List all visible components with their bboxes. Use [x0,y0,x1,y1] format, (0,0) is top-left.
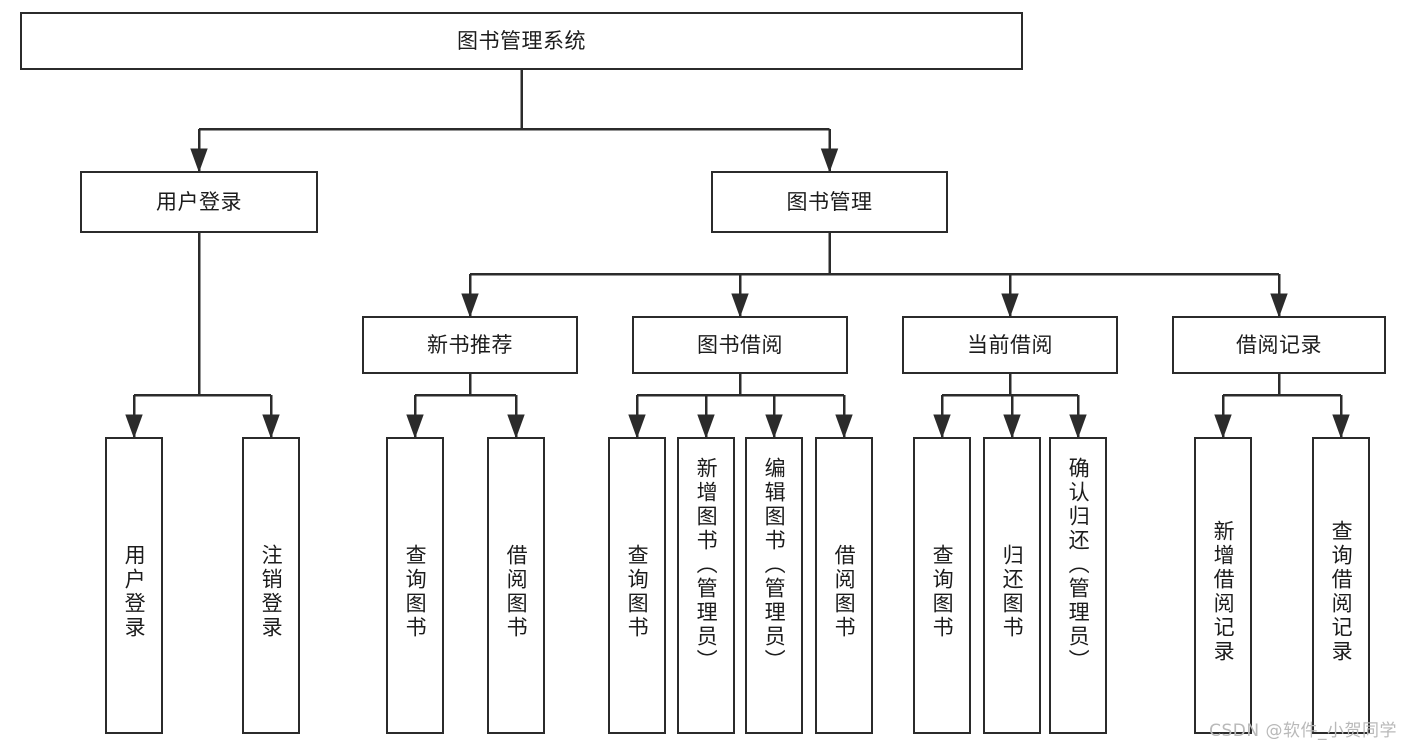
node-root-label: 图书管理系统 [457,28,586,53]
node-leaf-logout[interactable]: 注销登录 [242,437,300,734]
node-leaf-add-book[interactable]: 新增图书（管理员） [677,437,735,734]
node-leaf-return-book[interactable]: 归还图书 [983,437,1041,734]
node-leaf-add-borrow-record[interactable]: 新增借阅记录 [1194,437,1252,734]
node-book-borrow[interactable]: 图书借阅 [632,316,848,374]
node-leaf-edit-book-label: 编辑图书（管理员） [762,457,787,673]
node-user-login-label: 用户登录 [156,189,242,214]
watermark-text: CSDN @软件_小贺同学 [1209,721,1397,741]
node-leaf-borrow-book-1[interactable]: 借阅图书 [487,437,545,734]
node-leaf-borrow-book-1-label: 借阅图书 [504,543,529,640]
node-current-borrow-label: 当前借阅 [967,332,1053,357]
node-leaf-query-book-1[interactable]: 查询图书 [386,437,444,734]
node-leaf-query-book-3[interactable]: 查询图书 [913,437,971,734]
node-new-book-recommend[interactable]: 新书推荐 [362,316,578,374]
node-root[interactable]: 图书管理系统 [20,12,1023,70]
node-leaf-query-book-3-label: 查询图书 [930,543,955,640]
node-leaf-query-borrow-record[interactable]: 查询借阅记录 [1312,437,1370,734]
node-leaf-query-book-1-label: 查询图书 [403,543,428,640]
node-leaf-return-book-label: 归还图书 [1000,543,1025,640]
node-leaf-confirm-return[interactable]: 确认归还（管理员） [1049,437,1107,734]
node-leaf-borrow-book-2[interactable]: 借阅图书 [815,437,873,734]
node-book-manage-label: 图书管理 [786,189,873,214]
node-new-book-recommend-label: 新书推荐 [427,332,513,357]
node-leaf-user-login-label: 用户登录 [122,543,147,640]
node-book-manage[interactable]: 图书管理 [711,171,948,233]
node-leaf-confirm-return-label: 确认归还（管理员） [1066,457,1091,673]
node-borrow-record[interactable]: 借阅记录 [1172,316,1386,374]
node-leaf-add-book-label: 新增图书（管理员） [694,457,719,673]
node-leaf-query-book-2-label: 查询图书 [625,543,650,640]
node-current-borrow[interactable]: 当前借阅 [902,316,1118,374]
node-borrow-record-label: 借阅记录 [1236,332,1322,357]
node-leaf-logout-label: 注销登录 [259,543,284,640]
node-book-borrow-label: 图书借阅 [697,332,783,357]
node-leaf-edit-book[interactable]: 编辑图书（管理员） [745,437,803,734]
node-leaf-add-borrow-record-label: 新增借阅记录 [1211,519,1236,664]
node-leaf-user-login[interactable]: 用户登录 [105,437,163,734]
node-leaf-query-borrow-record-label: 查询借阅记录 [1329,519,1354,664]
node-leaf-borrow-book-2-label: 借阅图书 [832,543,857,640]
node-leaf-query-book-2[interactable]: 查询图书 [608,437,666,734]
node-user-login[interactable]: 用户登录 [80,171,318,233]
